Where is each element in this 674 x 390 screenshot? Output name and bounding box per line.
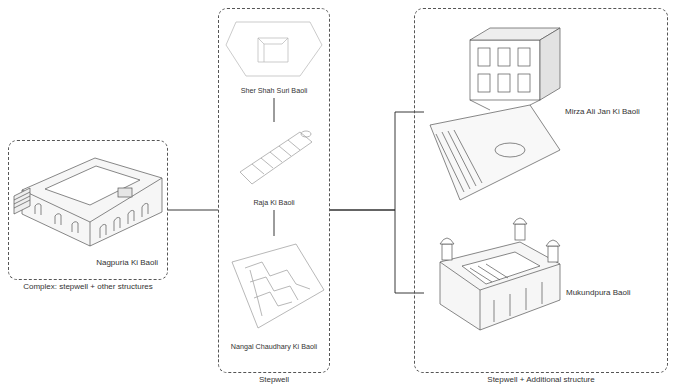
connector-line	[274, 210, 275, 236]
sher-shah-drawing	[226, 22, 322, 76]
nagpuria-drawing	[14, 158, 162, 246]
connector-line	[168, 210, 218, 211]
connector-line	[330, 210, 424, 293]
raja-drawing	[240, 131, 312, 184]
stepwell-node: Mukundpura Baoli	[424, 218, 664, 368]
stepwell-label: Mukundpura Baoli	[566, 288, 630, 298]
stepwell-node: Nangal Chaudhary Ki Baoli	[224, 236, 324, 354]
stepwell-label: Raja Ki Baoli	[224, 198, 324, 208]
stepwell-label: Nagpuria Ki Baoli	[96, 258, 158, 268]
stepwell-label: Sher Shah Suri Baoli	[224, 86, 324, 96]
stepwell-node: Raja Ki Baoli	[224, 122, 324, 210]
nangal-drawing	[232, 244, 324, 328]
group-caption: Stepwell	[219, 375, 329, 385]
stepwell-node: Nagpuria Ki Baoli	[12, 144, 164, 276]
stepwell-node: Mirza Ali Jan Ki Baoli	[424, 14, 664, 210]
additional-group: Stepwell + Additional structureMirza Ali…	[414, 8, 668, 373]
stepwell-label: Mirza Ali Jan Ki Baoli	[565, 107, 640, 117]
mirza-drawing	[430, 28, 560, 200]
group-caption: Complex: stepwell + other structures	[9, 282, 167, 292]
stepwell-group: StepwellSher Shah Suri BaoliRaja Ki Baol…	[218, 8, 330, 373]
mukundpura-drawing	[440, 218, 560, 330]
stepwell-label: Nangal Chaudhary Ki Baoli	[224, 342, 324, 352]
group-caption: Stepwell + Additional structure	[415, 375, 667, 385]
connector-line	[330, 112, 424, 210]
connector-line	[274, 98, 275, 122]
stepwell-node: Sher Shah Suri Baoli	[224, 12, 324, 98]
complex-group: Complex: stepwell + other structuresNagp…	[8, 140, 168, 280]
